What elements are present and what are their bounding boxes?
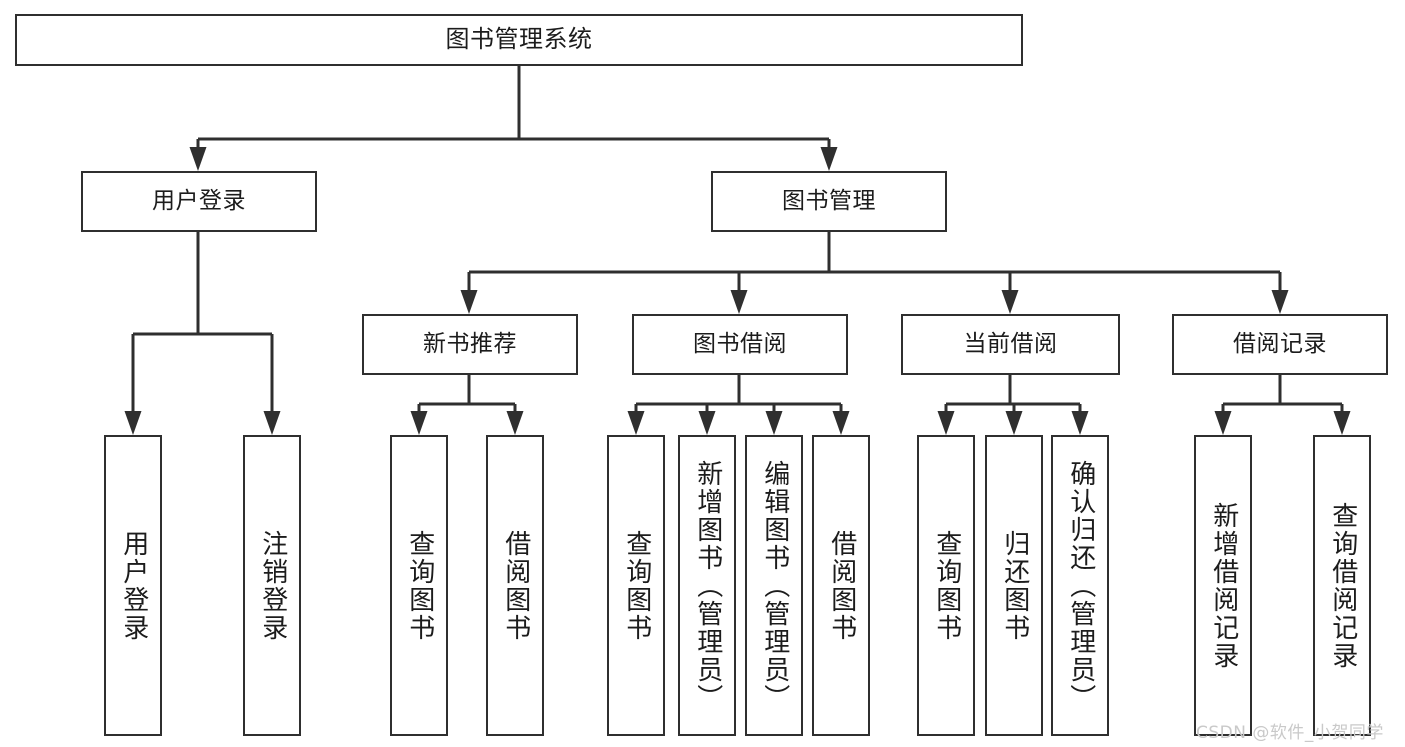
node-leaf-query-book-2[interactable]: 查询图书 [607,435,665,736]
arrowhead-14 [937,411,955,435]
node-label: 当前借阅 [963,331,1058,358]
arrowhead-16 [1071,411,1089,435]
node-book-manage[interactable]: 图书管理 [711,171,947,232]
node-leaf-query-record[interactable]: 查询借阅记录 [1313,435,1371,736]
node-label: 用户登录 [152,188,246,215]
node-current-borrow[interactable]: 当前借阅 [901,314,1120,375]
arrowhead-3 [730,290,748,314]
node-leaf-query-book-1[interactable]: 查询图书 [390,435,448,736]
arrowhead-7 [263,411,281,435]
node-leaf-borrow-book-1[interactable]: 借阅图书 [486,435,544,736]
node-user-login[interactable]: 用户登录 [81,171,317,232]
node-label: 用户登录 [118,529,149,642]
node-leaf-add-book[interactable]: 新增图书（管理员） [678,435,736,736]
node-leaf-user-logout[interactable]: 注销登录 [243,435,301,736]
node-root[interactable]: 图书管理系统 [15,14,1023,66]
node-label: 归还图书 [999,529,1030,642]
node-borrow-record[interactable]: 借阅记录 [1172,314,1388,375]
node-leaf-add-record[interactable]: 新增借阅记录 [1194,435,1252,736]
node-leaf-return-book[interactable]: 归还图书 [985,435,1043,736]
node-label: 确认归还（管理员） [1065,459,1096,712]
arrowhead-13 [832,411,850,435]
arrowhead-4 [1001,290,1019,314]
node-label: 图书借阅 [693,331,787,358]
node-label: 图书管理 [782,188,876,215]
node-label: 注销登录 [257,529,288,642]
arrowhead-11 [698,411,716,435]
arrowhead-15 [1005,411,1023,435]
node-leaf-borrow-book-2[interactable]: 借阅图书 [812,435,870,736]
arrowhead-6 [124,411,142,435]
node-label: 查询图书 [621,529,652,642]
node-label: 借阅记录 [1233,331,1327,358]
arrowhead-9 [506,411,524,435]
arrowhead-18 [1333,411,1351,435]
node-leaf-confirm-return[interactable]: 确认归还（管理员） [1051,435,1109,736]
node-label: 新增借阅记录 [1208,501,1239,670]
arrowhead-10 [627,411,645,435]
node-label: 借阅图书 [826,529,857,642]
node-label: 新增图书（管理员） [692,459,723,712]
node-label: 查询图书 [931,529,962,642]
node-label: 借阅图书 [500,529,531,642]
node-label: 图书管理系统 [445,25,593,54]
node-new-book-rec[interactable]: 新书推荐 [362,314,578,375]
node-label: 编辑图书（管理员） [759,459,790,712]
node-leaf-query-book-3[interactable]: 查询图书 [917,435,975,736]
node-book-borrow[interactable]: 图书借阅 [632,314,848,375]
node-leaf-user-login[interactable]: 用户登录 [104,435,162,736]
arrowhead-2 [460,290,478,314]
arrowhead-17 [1214,411,1232,435]
arrowhead-0 [189,147,207,171]
arrowhead-5 [1271,290,1289,314]
arrowhead-1 [820,147,838,171]
node-leaf-edit-book[interactable]: 编辑图书（管理员） [745,435,803,736]
node-label: 查询图书 [404,529,435,642]
arrowhead-8 [410,411,428,435]
node-label: 查询借阅记录 [1327,501,1358,670]
node-label: 新书推荐 [423,331,517,358]
arrowhead-12 [765,411,783,435]
